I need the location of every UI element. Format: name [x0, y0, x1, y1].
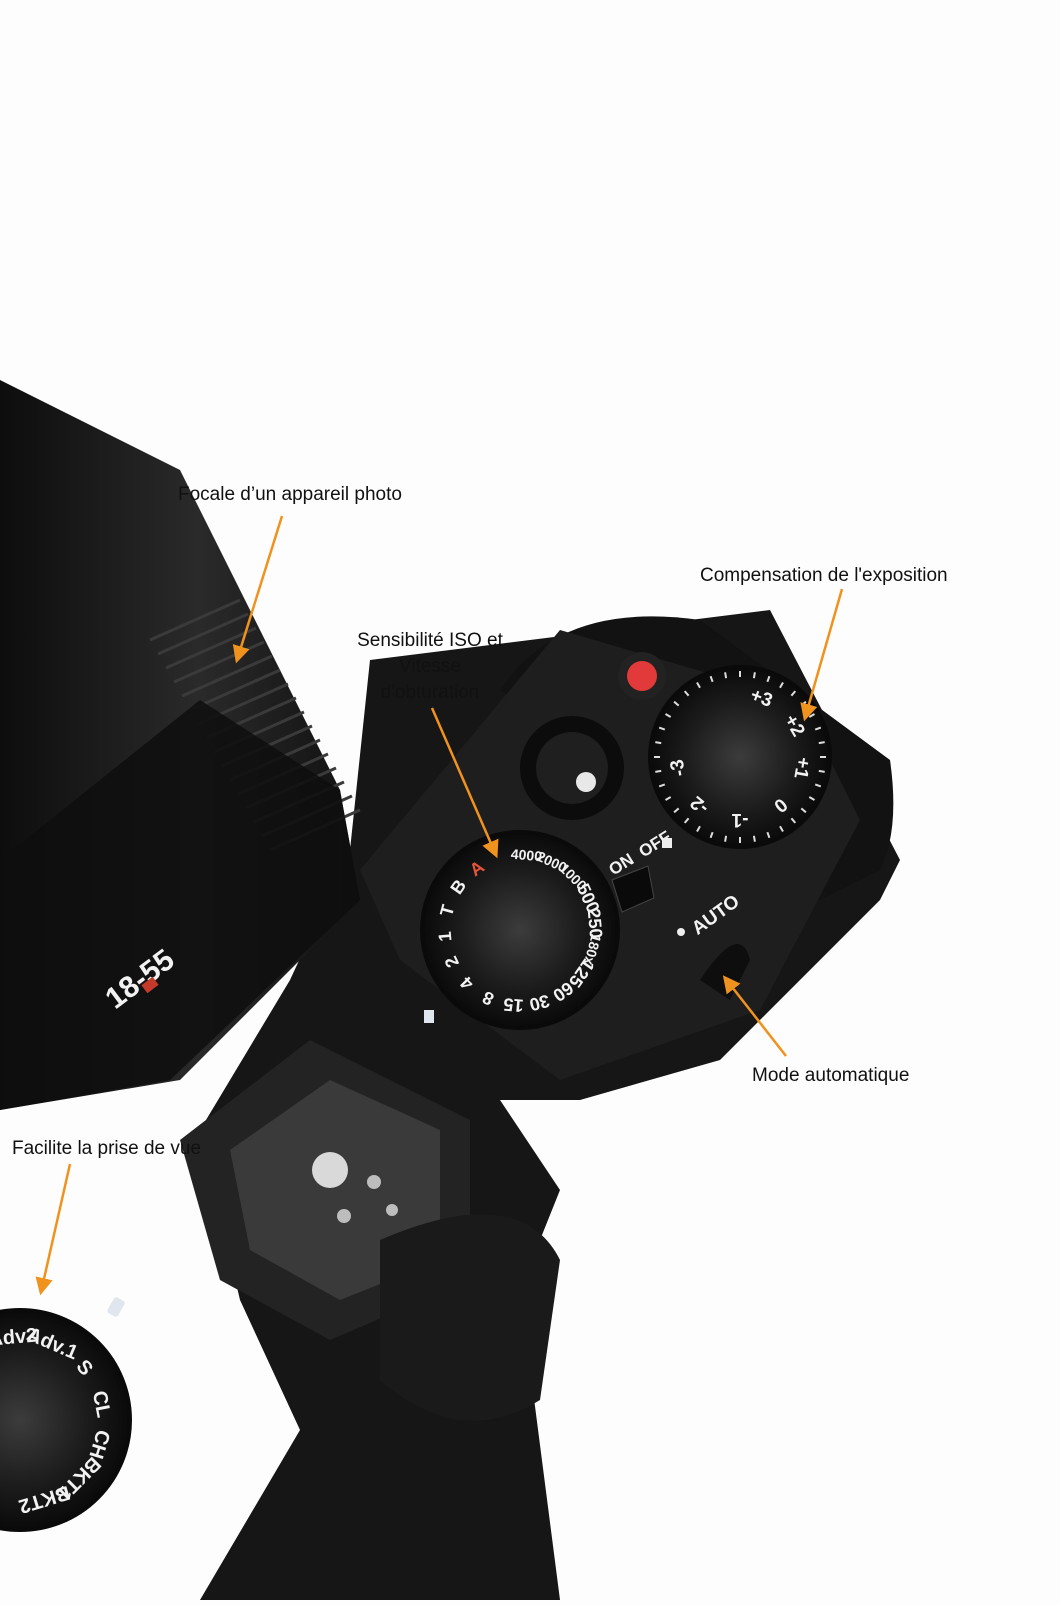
- callout-exposure-comp: Compensation de l'exposition: [700, 565, 948, 586]
- exposure-dial-tick: [658, 783, 666, 788]
- lens-ridge: [157, 612, 249, 656]
- exposure-dial-tick: [818, 741, 825, 745]
- drive-dial-mark: CL: [88, 1389, 115, 1419]
- arrow-exposure-comp: [800, 588, 844, 722]
- exposure-dial-mark: -3: [667, 758, 691, 778]
- drive-dial-mark: Adv2: [0, 1324, 38, 1350]
- exposure-dial-tick: [790, 690, 797, 697]
- lens-ridge: [149, 598, 241, 642]
- annotation-arrows: [35, 515, 844, 1296]
- callout-auto-mode: Mode automatique: [752, 1065, 910, 1086]
- exposure-dial-mark: -1: [731, 809, 748, 830]
- callout-iso-line3: d'obturation: [380, 682, 480, 703]
- exposure-dial-tick: [655, 741, 662, 745]
- exposure-dial-tick: [665, 713, 672, 718]
- exposure-dial-tick: [683, 817, 690, 824]
- exposure-dial-tick: [800, 807, 807, 814]
- arrow-ease: [35, 1163, 72, 1296]
- exposure-compensation-dial[interactable]: +3+2+10-1-2-3: [648, 665, 832, 849]
- exposure-dial-tick: [709, 675, 714, 683]
- exposure-dial-tick: [724, 672, 728, 679]
- arrow-iso-shutter: [430, 707, 499, 859]
- callout-ease: Facilite la prise de vue: [12, 1138, 202, 1159]
- exposure-dial-tick: [696, 682, 701, 689]
- exposure-dial-tick: [724, 835, 728, 842]
- drive-dial-index: [107, 1297, 125, 1317]
- exposure-dial-tick: [752, 835, 756, 842]
- lens-ridge: [165, 626, 257, 670]
- callout-iso-line1: Sensibilité ISO et: [357, 630, 503, 651]
- exposure-dial-tick: [814, 726, 822, 731]
- shutter-release-button[interactable]: [536, 732, 608, 804]
- lens-index-mark: [141, 976, 159, 994]
- exposure-dial-tick: [808, 796, 815, 801]
- exposure-dial-mark: +1: [789, 755, 814, 780]
- power-switch-marker: [662, 838, 672, 848]
- shutter-dial-mark: T: [436, 903, 458, 919]
- shutter-dial-mark: 1: [435, 931, 456, 943]
- callout-iso-line2: Vitesse: [399, 656, 461, 677]
- shutter-dial-mark: 250: [584, 908, 607, 940]
- exposure-dial-tick: [818, 769, 825, 773]
- arrow-focal: [232, 515, 284, 664]
- exposure-dial-tick: [790, 817, 797, 824]
- callout-iso-shutter: Sensibilité ISO et Vitesse d'obturation: [340, 628, 520, 706]
- exposure-dial-tick: [814, 783, 822, 788]
- shutter-release-socket: [576, 772, 596, 792]
- shutter-dial-mark: 15: [503, 994, 525, 1016]
- exposure-dial-tick: [709, 831, 714, 839]
- exposure-dial-tick: [683, 690, 690, 697]
- arrow-auto-mode: [722, 975, 787, 1057]
- exposure-dial-tick: [673, 700, 680, 707]
- exposure-dial-tick: [779, 825, 784, 832]
- record-button[interactable]: [627, 661, 657, 691]
- lens-ridge: [181, 654, 273, 698]
- callout-focal: Focale d’un appareil photo: [178, 484, 402, 505]
- shutter-dial-mark: 4000: [510, 846, 543, 865]
- exposure-dial-tick: [655, 769, 662, 773]
- shutter-dial-index: [424, 1010, 434, 1023]
- exposure-dial-tick: [752, 672, 756, 679]
- exposure-dial-tick: [673, 807, 680, 814]
- exposure-dial-tick: [658, 726, 666, 731]
- exposure-dial-tick: [696, 825, 701, 832]
- exposure-dial-tick: [766, 675, 771, 683]
- lens: 18-55: [0, 380, 361, 1110]
- exposure-dial-tick: [779, 682, 784, 689]
- exposure-dial-tick: [665, 796, 672, 801]
- exposure-dial-tick: [766, 831, 771, 839]
- shutter-dial-mark: 180x: [581, 932, 605, 966]
